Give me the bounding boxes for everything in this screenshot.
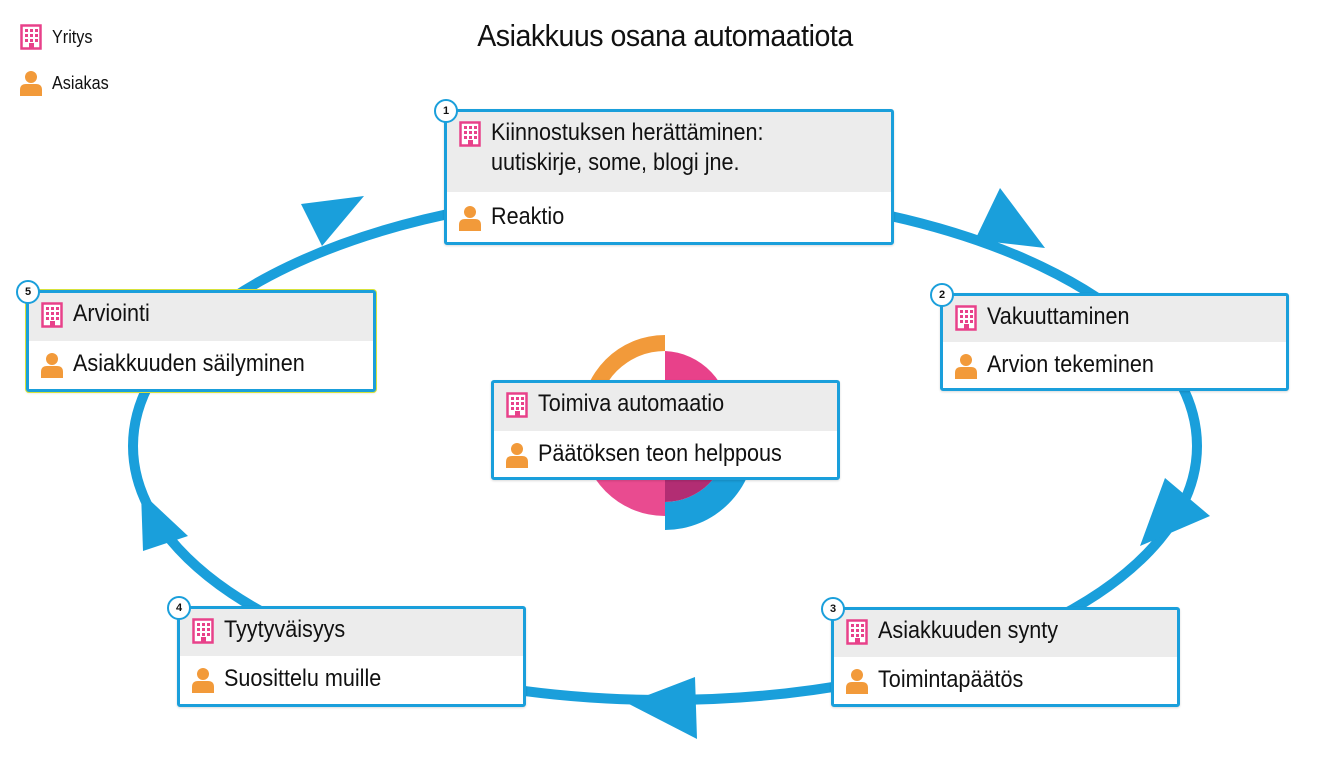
person-icon bbox=[846, 669, 868, 694]
arrowhead-1 bbox=[975, 188, 1045, 248]
step-1-company-text: Kiinnostuksen herättäminen: uutiskirje, … bbox=[491, 119, 764, 176]
center-card[interactable]: Toimiva automaatio Päätöksen teon helppo… bbox=[491, 380, 840, 480]
step-card-1[interactable]: Kiinnostuksen herättäminen: uutiskirje, … bbox=[434, 99, 894, 245]
step-2-customer-text: Arvion tekeminen bbox=[987, 351, 1154, 378]
step-4-customer-text: Suosittelu muille bbox=[224, 665, 382, 692]
building-icon bbox=[955, 305, 977, 331]
step-3-company-row: Asiakkuuden synty bbox=[834, 610, 1177, 657]
legend-company-label: Yritys bbox=[52, 26, 93, 47]
arrowhead-3 bbox=[627, 677, 697, 739]
legend-company: Yritys bbox=[20, 24, 97, 50]
step-5-company-row: Arviointi bbox=[29, 293, 373, 341]
step-5-customer-row: Asiakkuuden säilyminen bbox=[29, 341, 373, 389]
building-icon bbox=[192, 618, 214, 644]
step-card-4[interactable]: Tyytyväisyys Suosittelu muille 4 bbox=[167, 596, 526, 707]
step-number-badge: 2 bbox=[930, 283, 954, 307]
step-3-customer-row: Toimintapäätös bbox=[834, 657, 1177, 704]
person-icon bbox=[20, 71, 42, 96]
step-4-company-row: Tyytyväisyys bbox=[180, 609, 523, 656]
step-card-5[interactable]: Arviointi Asiakkuuden säilyminen 5 bbox=[16, 280, 376, 392]
page-title: Asiakkuus osana automaatiota bbox=[477, 18, 853, 53]
step-3-company-text: Asiakkuuden synty bbox=[878, 617, 1059, 644]
building-icon bbox=[506, 392, 528, 418]
person-icon bbox=[192, 668, 214, 693]
person-icon bbox=[955, 354, 977, 379]
step-1-customer-row: Reaktio bbox=[447, 192, 891, 242]
step-number-badge: 5 bbox=[16, 280, 40, 304]
person-icon bbox=[41, 353, 63, 378]
person-icon bbox=[459, 206, 481, 231]
step-1-company-row: Kiinnostuksen herättäminen: uutiskirje, … bbox=[447, 112, 891, 192]
step-2-company-row: Vakuuttaminen bbox=[943, 296, 1286, 342]
building-icon bbox=[846, 619, 868, 645]
arrowhead-5 bbox=[301, 196, 364, 246]
person-icon bbox=[506, 443, 528, 468]
step-4-customer-row: Suosittelu muille bbox=[180, 656, 523, 704]
center-company-text: Toimiva automaatio bbox=[538, 390, 725, 417]
step-5-company-text: Arviointi bbox=[73, 300, 150, 327]
step-3-customer-text: Toimintapäätös bbox=[878, 666, 1024, 693]
step-number-badge: 1 bbox=[434, 99, 458, 123]
legend-customer: Asiakas bbox=[20, 70, 115, 96]
center-customer-row: Päätöksen teon helppous bbox=[494, 431, 837, 477]
step-number-badge: 3 bbox=[821, 597, 845, 621]
step-number-badge: 4 bbox=[167, 596, 191, 620]
center-customer-text: Päätöksen teon helppous bbox=[538, 440, 782, 467]
center-company-row: Toimiva automaatio bbox=[494, 383, 837, 431]
building-icon bbox=[41, 302, 63, 328]
step-card-2[interactable]: Vakuuttaminen Arvion tekeminen 2 bbox=[930, 283, 1289, 391]
step-2-company-text: Vakuuttaminen bbox=[987, 303, 1130, 330]
arrowhead-4 bbox=[141, 492, 188, 551]
step-5-customer-text: Asiakkuuden säilyminen bbox=[73, 350, 305, 377]
step-1-customer-text: Reaktio bbox=[491, 203, 565, 230]
building-icon bbox=[20, 24, 42, 50]
step-card-3[interactable]: Asiakkuuden synty Toimintapäätös 3 bbox=[821, 597, 1180, 707]
step-2-customer-row: Arvion tekeminen bbox=[943, 342, 1286, 388]
legend-customer-label: Asiakas bbox=[52, 72, 109, 93]
arrowhead-2 bbox=[1140, 478, 1210, 546]
building-icon bbox=[459, 121, 481, 147]
step-4-company-text: Tyytyväisyys bbox=[224, 616, 346, 643]
